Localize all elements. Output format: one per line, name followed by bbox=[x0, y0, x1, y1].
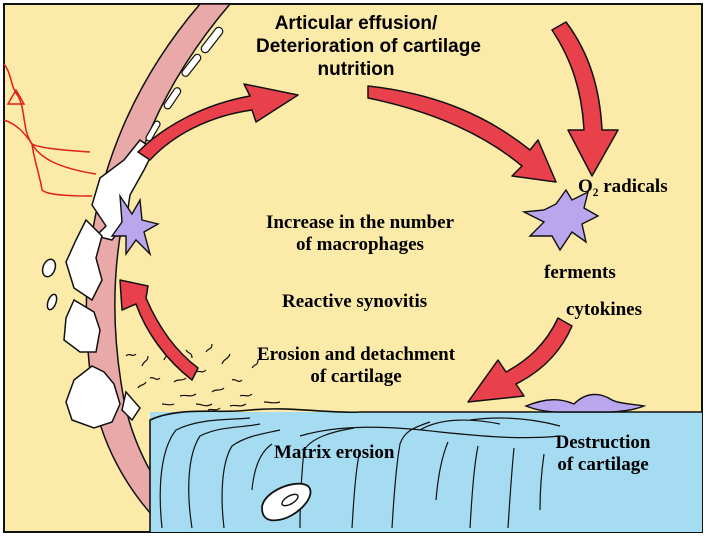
label-erosion-line1: Erosion and detachment bbox=[236, 344, 476, 366]
label-erosion-line2: of cartilage bbox=[236, 366, 476, 388]
label-macrophages: Increase in the number of macrophages bbox=[232, 212, 488, 256]
label-destruction-line1: Destruction bbox=[538, 432, 668, 454]
label-destruction-line2: of cartilage bbox=[538, 454, 668, 476]
label-destruction: Destruction of cartilage bbox=[538, 432, 668, 476]
label-articular-effusion-line3: nutrition bbox=[256, 58, 456, 81]
label-o2-radicals: O₂ radicals bbox=[578, 176, 668, 198]
label-erosion: Erosion and detachment of cartilage bbox=[236, 344, 476, 388]
label-articular-effusion: Articular effusion/ Deterioration of car… bbox=[256, 12, 456, 81]
label-macrophages-line2: of macrophages bbox=[232, 234, 488, 256]
label-ferments: ferments bbox=[544, 262, 616, 284]
label-articular-effusion-line2: Deterioration of cartilage bbox=[256, 35, 456, 58]
label-reactive-synovitis: Reactive synovitis bbox=[282, 291, 427, 313]
label-macrophages-line1: Increase in the number bbox=[232, 212, 488, 234]
label-matrix-erosion: Matrix erosion bbox=[274, 442, 395, 464]
label-cytokines: cytokines bbox=[566, 299, 642, 321]
label-articular-effusion-line1: Articular effusion/ bbox=[256, 12, 456, 35]
